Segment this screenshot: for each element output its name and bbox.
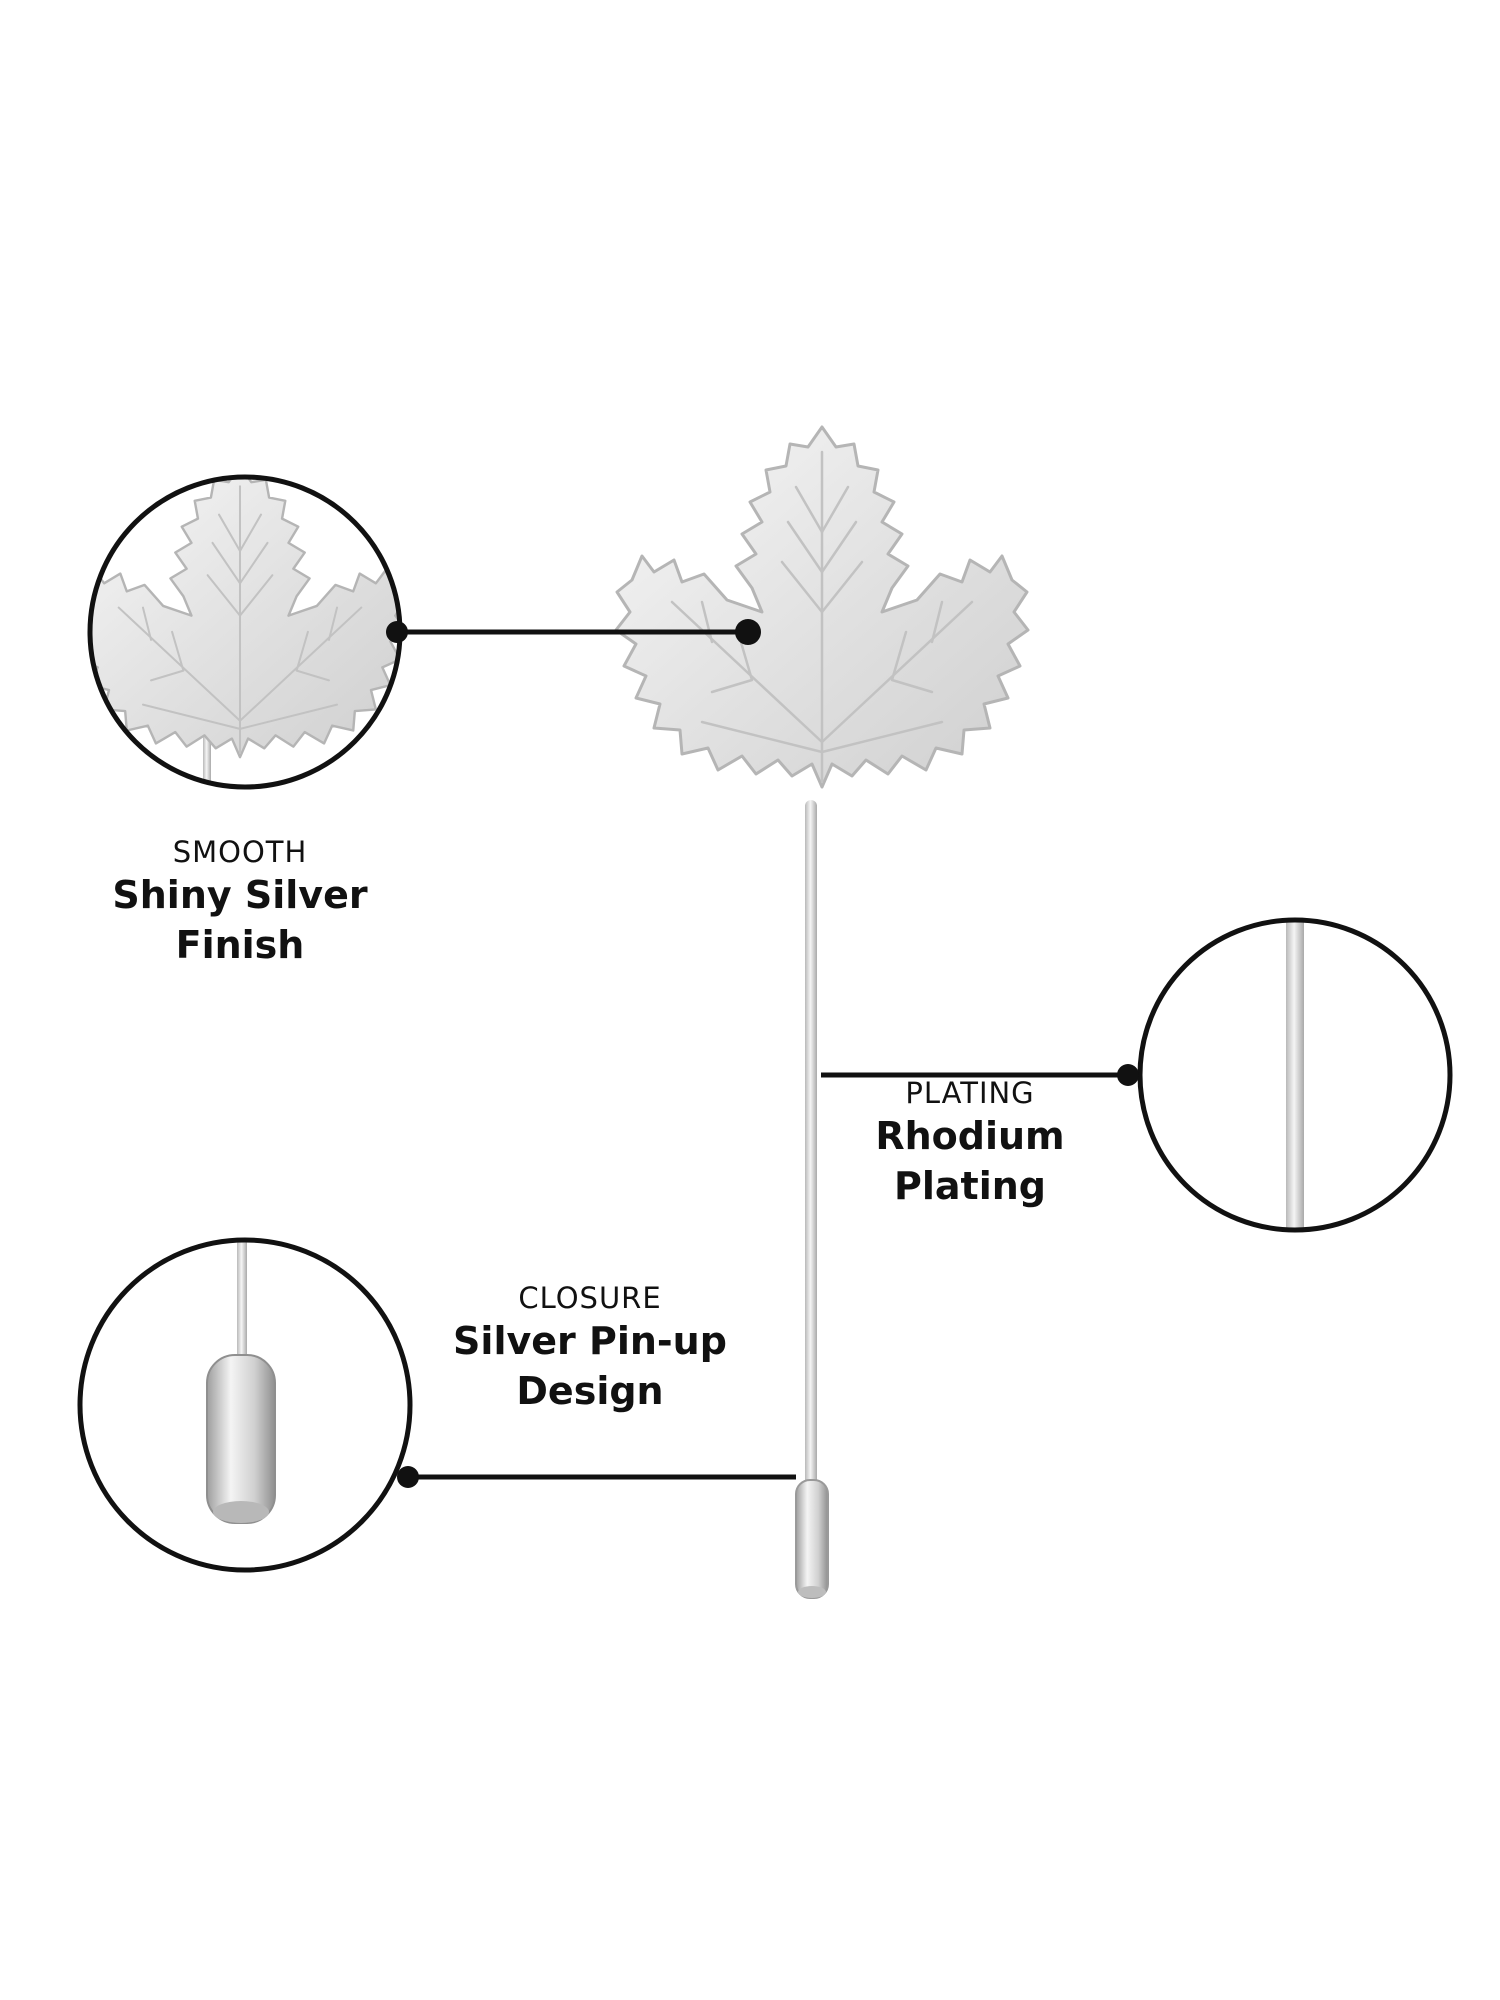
plating-callout: PLATING Rhodium Plating xyxy=(820,1075,1120,1212)
closure-kicker: CLOSURE xyxy=(518,1281,662,1315)
pin-cap xyxy=(795,1479,829,1599)
closure-connector xyxy=(397,1466,796,1488)
finish-closeup xyxy=(87,474,403,790)
plating-connector xyxy=(821,1064,1139,1086)
finish-headline: Shiny Silver Finish xyxy=(112,873,368,968)
finish-kicker: SMOOTH xyxy=(172,835,308,869)
closure-callout: CLOSURE Silver Pin-up Design xyxy=(420,1280,760,1417)
leaf-ornament xyxy=(614,425,1030,789)
pin-product xyxy=(614,425,1030,1599)
plating-headline: Rhodium Plating xyxy=(875,1114,1065,1209)
closure-headline: Silver Pin-up Design xyxy=(453,1319,727,1414)
pin-shaft xyxy=(805,800,817,1495)
plating-kicker: PLATING xyxy=(905,1076,1035,1110)
finish-connector xyxy=(386,619,761,645)
closure-closeup xyxy=(77,1237,413,1573)
plating-closeup xyxy=(1137,917,1453,1233)
finish-callout: SMOOTH Shiny Silver Finish xyxy=(80,834,400,971)
